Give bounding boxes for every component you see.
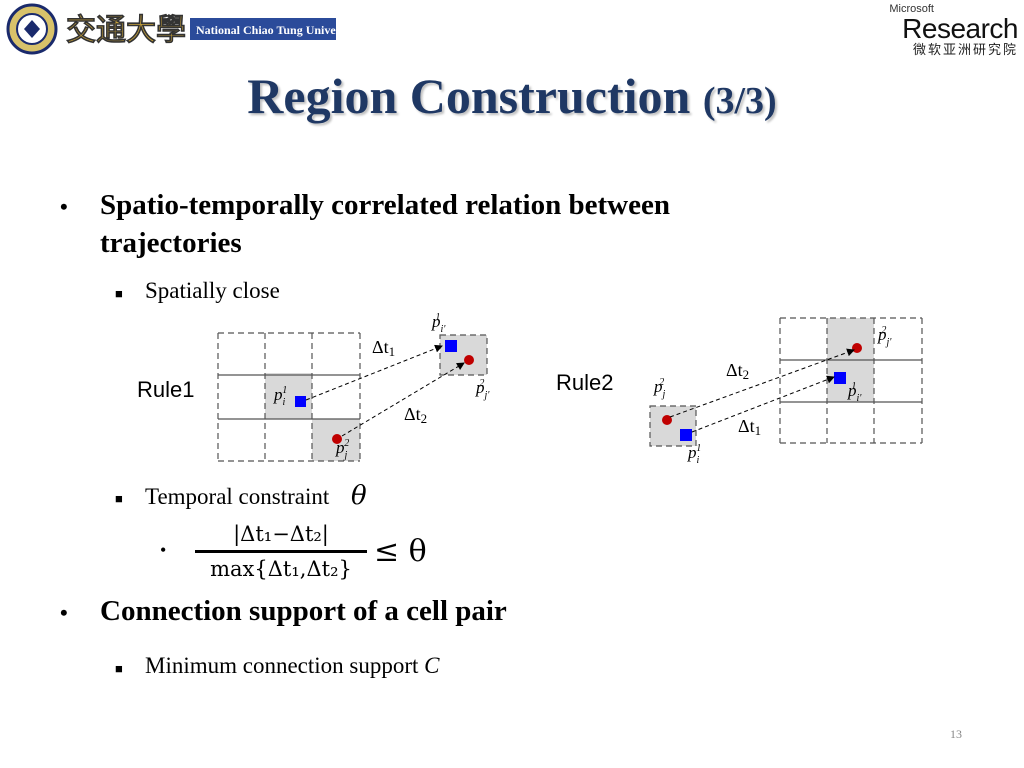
- bullet-1-text: Spatio-temporally correlated relation be…: [100, 189, 670, 221]
- red-point-pj: [332, 434, 342, 444]
- bullet-2-text: Connection support of a cell pair: [100, 595, 507, 627]
- formula-numerator: |Δt₁−Δt₂|: [233, 522, 329, 546]
- label-pi-prime: pi'1: [847, 381, 862, 404]
- min-connection-support-text: Minimum connection support: [145, 653, 419, 678]
- rule2-diagram: Δt2 Δt1 pj2 pi1 pj'2 pi'1: [649, 317, 923, 466]
- bullet-2-marker: •: [60, 600, 68, 625]
- arrow-dt1: [691, 375, 835, 433]
- page-number: 13: [950, 727, 962, 741]
- nctu-logo: 交通大學 National Chiao Tung University: [0, 0, 359, 58]
- red-point-pj2: [464, 355, 474, 365]
- theta-symbol: θ: [351, 481, 367, 511]
- arrow-dt1: [305, 344, 443, 401]
- sub-bullet-temporal-constraint: Temporal constraint θ: [145, 481, 367, 512]
- red-point-pj-prime: [852, 343, 862, 353]
- blue-point-pi2: [445, 340, 457, 352]
- bullet-1-text-cont: trajectories: [100, 227, 242, 259]
- microsoft-research-logo: Microsoft Research 微软亚洲研究院: [878, 3, 1018, 63]
- label-pj-prime: pj'2: [877, 325, 892, 348]
- blue-point-pi: [295, 396, 306, 407]
- sub-bullet-marker: ■: [115, 491, 123, 506]
- label-pi: pi1: [273, 385, 287, 408]
- title-sub: (3/3): [702, 80, 777, 122]
- blue-point-pi: [680, 429, 692, 441]
- label-dt1: Δt1: [738, 416, 761, 438]
- rule1-diagram: Δt1 Δt2 pi1 pj2 pi'1 pj'2: [217, 312, 490, 462]
- sub-bullet-spatially-close: Spatially close: [145, 278, 280, 303]
- label-pi-prime: pi'1: [431, 312, 446, 335]
- nctu-logo-text: National Chiao Tung University: [196, 23, 340, 37]
- label-dt2: Δt2: [726, 360, 749, 382]
- arrow-dt2: [669, 348, 855, 418]
- bullet-1-marker: •: [60, 194, 68, 219]
- formula-fraction: |Δt₁−Δt₂| max{Δt₁,Δt₂}: [195, 520, 367, 583]
- ms-cn-text: 微软亚洲研究院: [912, 43, 1018, 58]
- red-point-pj: [662, 415, 672, 425]
- rule2-label: Rule2: [556, 370, 614, 395]
- label-pj: pj2: [335, 438, 349, 461]
- page-title: Region Construction (3/3): [0, 60, 1024, 137]
- blue-point-pi-prime: [834, 372, 846, 384]
- sub-bullet-marker: ■: [115, 661, 123, 676]
- arrow-dt2: [341, 362, 465, 437]
- min-connection-support-var: C: [424, 653, 440, 678]
- temporal-constraint-text: Temporal constraint: [145, 484, 330, 509]
- title-main: Region Construction: [247, 68, 691, 124]
- nctu-logo-cn: 交通大學: [66, 13, 186, 47]
- sub-bullet-min-connection-support: Minimum connection support C: [145, 651, 440, 681]
- ms-small-text: Microsoft: [889, 3, 934, 15]
- rule1-label: Rule1: [137, 377, 195, 402]
- formula-fraction-bar: [195, 550, 367, 553]
- label-pi: pi1: [687, 443, 701, 466]
- sub-bullet-marker: ■: [115, 286, 123, 301]
- formula-denominator: max{Δt₁,Δt₂}: [210, 557, 352, 581]
- formula-bullet: •: [160, 540, 167, 560]
- label-dt1: Δt1: [372, 337, 395, 359]
- ms-research-text: Research: [902, 13, 1018, 44]
- label-dt2: Δt2: [404, 404, 427, 426]
- formula-relation: ≤ θ: [374, 534, 427, 569]
- bullet-1: Spatio-temporally correlated relation be…: [100, 186, 980, 262]
- label-pj-prime: pj'2: [475, 378, 490, 401]
- label-pj: pj2: [653, 377, 666, 400]
